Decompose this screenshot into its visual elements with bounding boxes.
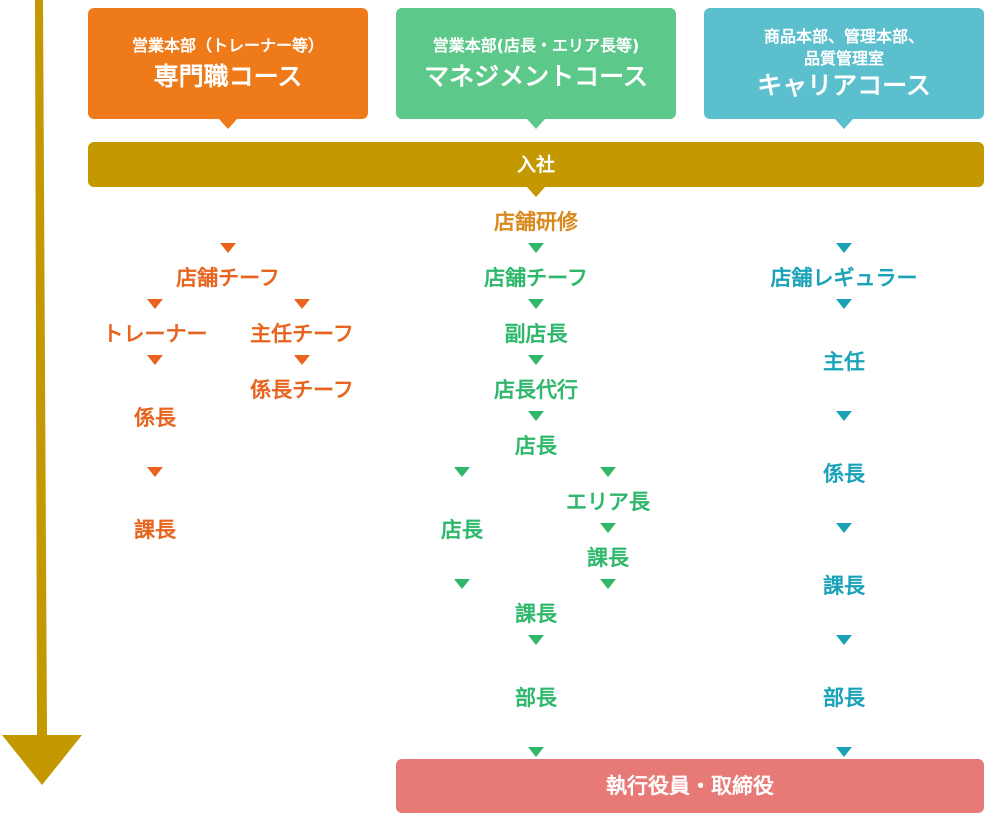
- down-arrow-icon: [147, 467, 163, 477]
- down-arrow-icon: [147, 299, 163, 309]
- management-course-box: 営業本部(店長・エリア長等) マネジメントコース: [396, 8, 676, 119]
- down-arrow-icon: [836, 635, 852, 645]
- down-arrow-icon: [528, 411, 544, 421]
- management-manager: 課長: [515, 602, 557, 626]
- specialist-course-title: 専門職コース: [153, 61, 303, 91]
- down-arrow-icon: [836, 243, 852, 253]
- timeline-arrow: [2, 0, 82, 785]
- management-vice-manager: 副店長: [504, 322, 568, 346]
- down-arrow-icon: [147, 355, 163, 365]
- down-arrow-icon: [528, 747, 544, 757]
- specialist-section-chief: 係長: [134, 406, 176, 430]
- management-course-title: マネジメントコース: [424, 61, 648, 91]
- management-store-manager: 店長: [515, 434, 557, 458]
- down-arrow-icon: [294, 355, 310, 365]
- career-general-manager: 部長: [823, 686, 865, 710]
- down-arrow-icon: [528, 635, 544, 645]
- specialist-trainer: トレーナー: [102, 322, 208, 346]
- executive-bar: 執行役員・取締役: [396, 759, 984, 813]
- down-arrow-icon: [600, 579, 616, 589]
- management-general-manager: 部長: [515, 686, 557, 710]
- down-arrow-icon: [836, 523, 852, 533]
- down-arrow-icon: [528, 243, 544, 253]
- management-store-chief: 店舗チーフ: [484, 266, 588, 290]
- career-course-subtitle-1: 商品本部、管理本部、: [763, 26, 924, 46]
- career-manager: 課長: [823, 574, 865, 598]
- specialist-lead-chief: 主任チーフ: [250, 322, 354, 346]
- down-arrow-icon: [600, 467, 616, 477]
- down-arrow-icon: [836, 411, 852, 421]
- specialist-store-chief: 店舗チーフ: [176, 266, 280, 290]
- management-manager-right: 課長: [587, 546, 629, 570]
- specialist-course-subtitle: 営業本部（トレーナー等）: [131, 35, 324, 55]
- down-arrow-icon: [836, 299, 852, 309]
- career-course-box: 商品本部、管理本部、 品質管理室 キャリアコース: [704, 8, 984, 119]
- career-course-subtitle-2: 品質管理室: [803, 48, 884, 68]
- down-arrow-icon: [454, 467, 470, 477]
- management-course-subtitle: 営業本部(店長・エリア長等): [432, 35, 640, 55]
- specialist-course-box: 営業本部（トレーナー等） 専門職コース: [88, 8, 368, 119]
- management-store-manager-left: 店長: [441, 518, 483, 542]
- management-acting-manager: 店長代行: [494, 378, 578, 402]
- entry-bar: 入社: [88, 142, 984, 187]
- down-arrow-icon: [528, 355, 544, 365]
- career-lead: 主任: [823, 350, 865, 374]
- down-arrow-icon: [836, 747, 852, 757]
- entry-pointer: [527, 187, 545, 197]
- entry-label: 入社: [516, 153, 555, 176]
- specialist-manager: 課長: [134, 518, 176, 542]
- down-arrow-icon: [528, 299, 544, 309]
- down-arrow-icon: [600, 523, 616, 533]
- management-area-manager: エリア長: [566, 490, 650, 514]
- down-arrow-icon: [220, 243, 236, 253]
- management-training: 店舗研修: [494, 210, 578, 234]
- down-arrow-icon: [454, 579, 470, 589]
- career-pointer: [835, 119, 853, 129]
- career-course-title: キャリアコース: [757, 70, 931, 100]
- specialist-section-chief-chief: 係長チーフ: [250, 378, 354, 402]
- down-arrow-icon: [294, 299, 310, 309]
- career-regular: 店舗レギュラー: [770, 266, 918, 290]
- executive-label: 執行役員・取締役: [606, 774, 774, 798]
- specialist-pointer: [219, 119, 237, 129]
- career-section-chief: 係長: [823, 462, 865, 486]
- management-pointer: [527, 119, 545, 129]
